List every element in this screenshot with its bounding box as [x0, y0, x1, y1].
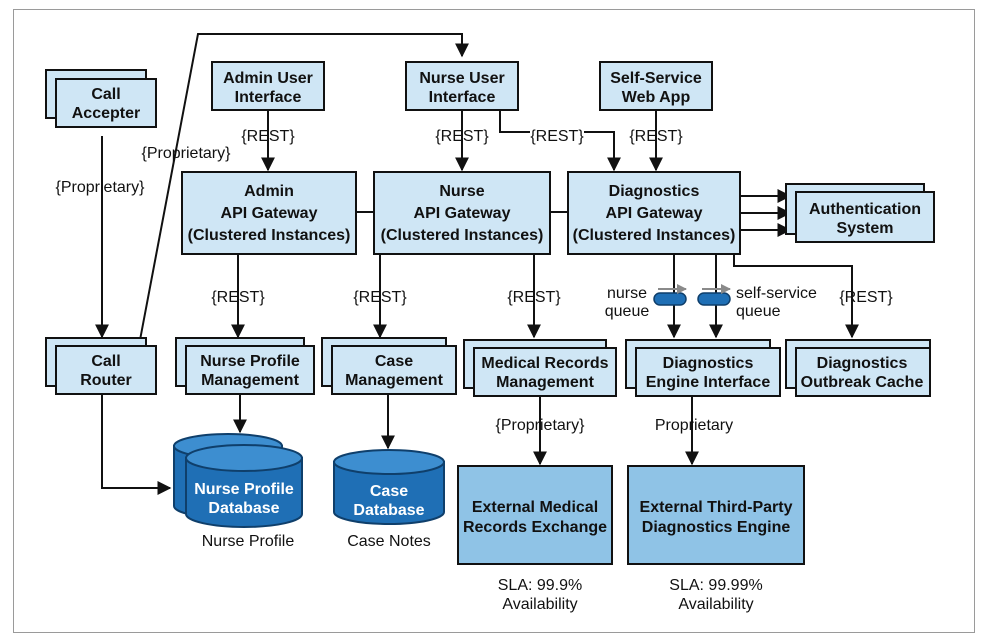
- node-external-medical-records-exchange: External Medical Records Exchange: [457, 465, 613, 565]
- svg-text:Web App: Web App: [622, 89, 691, 106]
- svg-text:Nurse Profile: Nurse Profile: [200, 353, 300, 370]
- edge-router-db: [101, 388, 172, 495]
- label-rest-admin: {REST}: [241, 128, 295, 145]
- svg-text:Self-Service: Self-Service: [610, 70, 702, 87]
- node-admin-api-gateway: Admin API Gateway (Clustered Instances): [181, 171, 357, 255]
- svg-text:Nurse User: Nurse User: [419, 70, 504, 87]
- svg-text:Admin: Admin: [244, 183, 294, 200]
- svg-text:Medical Records: Medical Records: [481, 355, 608, 372]
- svg-text:API Gateway: API Gateway: [414, 205, 511, 222]
- svg-text:Database: Database: [353, 502, 424, 519]
- node-call-accepter: Call Accepter: [45, 69, 157, 128]
- caption-case-notes: Case Notes: [347, 533, 431, 550]
- svg-text:queue: queue: [605, 303, 650, 320]
- svg-text:Records Exchange: Records Exchange: [463, 519, 607, 536]
- node-admin-user-interface: Admin User Interface: [211, 61, 325, 111]
- svg-text:Admin User: Admin User: [223, 70, 313, 87]
- svg-text:Nurse Profile: Nurse Profile: [194, 481, 294, 498]
- edge-router-nurse-ui: [139, 33, 469, 341]
- label-rest-records: {REST}: [507, 289, 561, 306]
- node-nurse-api-gateway: Nurse API Gateway (Clustered Instances): [373, 171, 551, 255]
- svg-text:Availability: Availability: [678, 596, 753, 613]
- label-rest-profile: {REST}: [211, 289, 265, 306]
- svg-text:Diagnostics Engine: Diagnostics Engine: [642, 519, 791, 536]
- svg-text:Call: Call: [91, 86, 120, 103]
- svg-text:Nurse: Nurse: [439, 183, 484, 200]
- label-proprietary-records: {Proprietary}: [496, 417, 586, 434]
- nurse-profile-database: Nurse Profile Database: [173, 433, 303, 528]
- caption-nurse-profile: Nurse Profile: [202, 533, 295, 550]
- queue-icon: [653, 292, 687, 306]
- svg-text:Diagnostics: Diagnostics: [817, 355, 908, 372]
- node-nurse-profile-management: Nurse Profile Management: [175, 337, 315, 395]
- node-external-diagnostics-engine: External Third-Party Diagnostics Engine: [627, 465, 805, 565]
- node-diagnostics-engine-interface: Diagnostics Engine Interface: [625, 339, 781, 397]
- label-rest-nurse-diag: {REST}: [530, 128, 584, 145]
- svg-text:Management: Management: [345, 372, 443, 389]
- node-diagnostics-api-gateway: Diagnostics API Gateway (Clustered Insta…: [567, 171, 741, 255]
- svg-text:Interface: Interface: [235, 89, 302, 106]
- svg-text:External Third-Party: External Third-Party: [640, 499, 793, 516]
- captions: Nurse Profile Case Notes SLA: 99.9% Avai…: [202, 533, 763, 613]
- svg-text:Diagnostics: Diagnostics: [609, 183, 700, 200]
- nurse-queue: [653, 284, 687, 306]
- node-case-management: Case Management: [321, 337, 457, 395]
- label-proprietary-engine: Proprietary: [655, 417, 733, 434]
- svg-text:Call: Call: [91, 353, 120, 370]
- svg-text:Authentication: Authentication: [809, 201, 921, 218]
- queue-icon: [697, 292, 731, 306]
- svg-text:Case: Case: [375, 353, 413, 370]
- label-proprietary-accepter: {Proprietary}: [56, 179, 146, 196]
- node-diagnostics-outbreak-cache: Diagnostics Outbreak Cache: [785, 339, 931, 397]
- node-call-router: Call Router: [45, 337, 157, 395]
- diagram-frame: [13, 9, 975, 633]
- svg-text:System: System: [837, 220, 894, 237]
- caption-sla-medical: SLA: 99.9%: [498, 577, 583, 594]
- edge-labels: {Proprietary} {Proprietary} {REST} {REST…: [56, 126, 893, 434]
- label-self-service-queue: self-service: [736, 285, 817, 302]
- svg-text:API Gateway: API Gateway: [221, 205, 318, 222]
- node-self-service-web-app: Self-Service Web App: [599, 61, 713, 111]
- edge-diag-gw-cache: [733, 254, 859, 339]
- label-rest-nurse: {REST}: [435, 128, 489, 145]
- svg-text:Management: Management: [201, 372, 299, 389]
- case-database: Case Database: [333, 449, 445, 525]
- svg-text:Outbreak Cache: Outbreak Cache: [801, 374, 924, 391]
- label-proprietary-router: {Proprietary}: [142, 145, 232, 162]
- svg-text:Accepter: Accepter: [72, 105, 140, 122]
- self-service-queue: [697, 284, 731, 306]
- svg-text:Database: Database: [208, 500, 279, 517]
- svg-text:Case: Case: [370, 483, 408, 500]
- label-rest-cache: {REST}: [839, 289, 893, 306]
- label-rest-case: {REST}: [353, 289, 407, 306]
- svg-text:queue: queue: [736, 303, 781, 320]
- node-authentication-system: Authentication System: [785, 183, 935, 243]
- svg-text:Engine Interface: Engine Interface: [646, 374, 771, 391]
- svg-text:API Gateway: API Gateway: [606, 205, 703, 222]
- caption-sla-diag: SLA: 99.99%: [669, 577, 762, 594]
- node-medical-records-management: Medical Records Management: [463, 339, 617, 397]
- svg-text:Availability: Availability: [502, 596, 577, 613]
- label-rest-self-service: {REST}: [629, 128, 683, 145]
- svg-text:(Clustered Instances): (Clustered Instances): [573, 227, 736, 244]
- node-nurse-user-interface: Nurse User Interface: [405, 61, 519, 111]
- svg-text:External Medical: External Medical: [472, 499, 598, 516]
- connectors: [95, 33, 859, 495]
- svg-text:(Clustered Instances): (Clustered Instances): [188, 227, 351, 244]
- label-nurse-queue: nurse: [607, 285, 647, 302]
- svg-text:Management: Management: [496, 374, 594, 391]
- svg-text:Router: Router: [80, 372, 132, 389]
- svg-text:Diagnostics: Diagnostics: [663, 355, 754, 372]
- svg-text:Interface: Interface: [429, 89, 496, 106]
- svg-text:(Clustered Instances): (Clustered Instances): [381, 227, 544, 244]
